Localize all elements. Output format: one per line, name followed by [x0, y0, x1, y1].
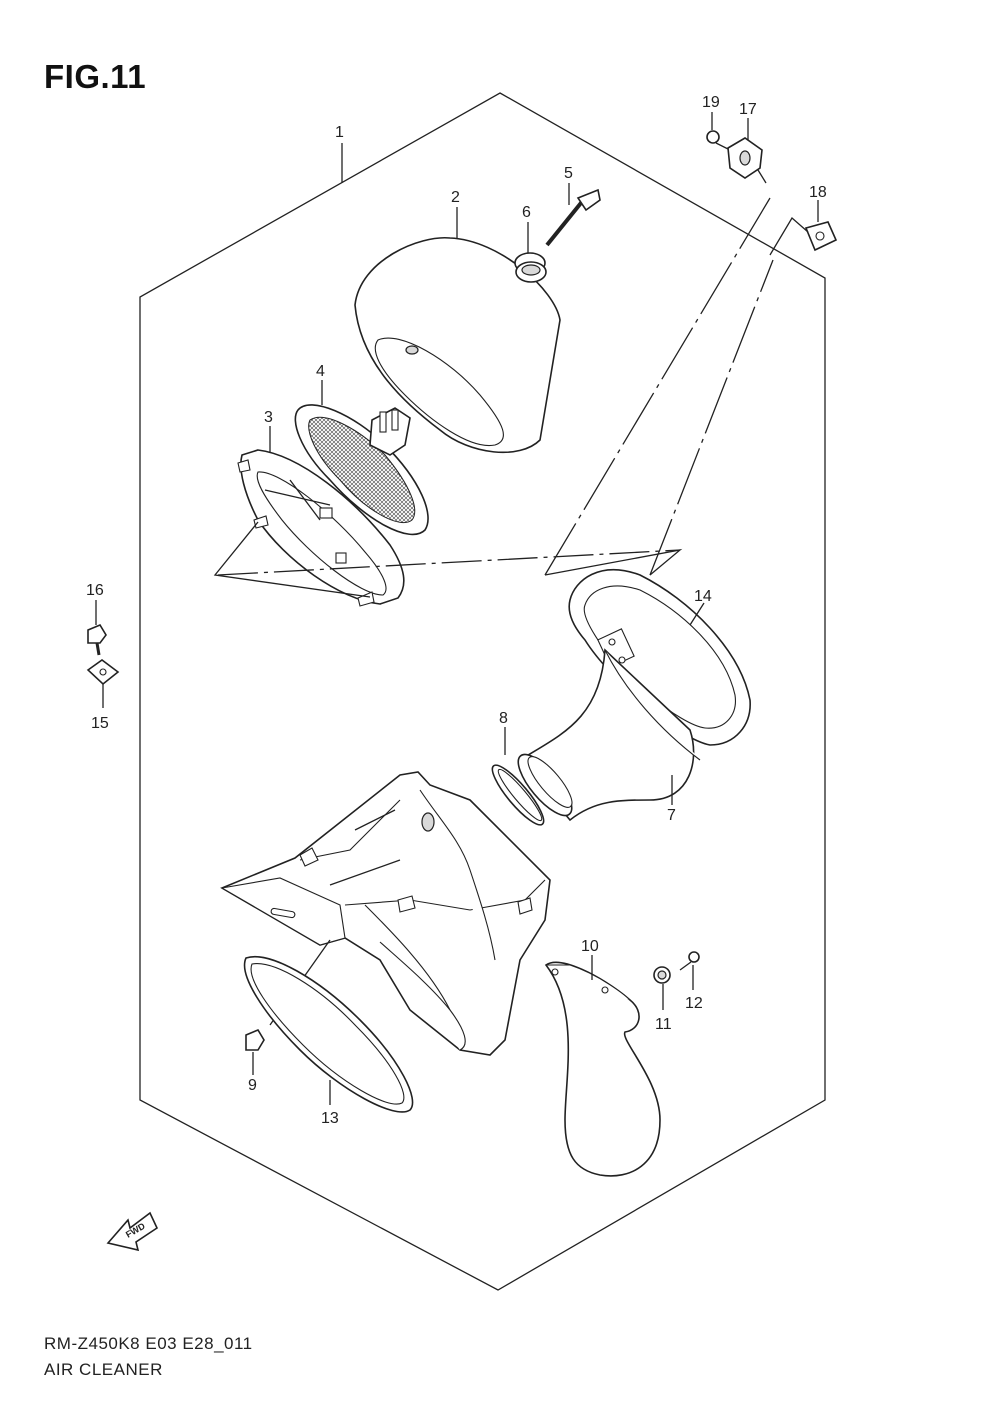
part-7-intake-boot: [517, 648, 701, 822]
callout-4: 4: [316, 363, 325, 380]
figure-name: AIR CLEANER: [44, 1360, 163, 1379]
part-13-gasket: [243, 955, 414, 1113]
figure-code: RM-Z450K8 E03 E28_011: [44, 1334, 253, 1353]
part-8-clamp-band: [491, 727, 545, 826]
callout-17: 17: [739, 101, 757, 118]
part-9-nut: [245, 1028, 265, 1075]
callout-9: 9: [248, 1077, 257, 1094]
callout-2: 2: [451, 189, 460, 206]
callout-12: 12: [685, 995, 703, 1012]
fwd-arrow-icon: FWD: [106, 1211, 159, 1252]
callout-5: 5: [564, 165, 573, 182]
callout-13: 13: [321, 1110, 339, 1127]
part-4-filter-cage: [294, 380, 429, 536]
part-5-wing-bolt: [545, 183, 601, 247]
part-19-screw: [706, 112, 731, 151]
part-12-screw: [679, 951, 700, 990]
part-15-nut-clip: [86, 659, 120, 708]
callout-16: 16: [86, 582, 104, 599]
callout-18: 18: [809, 184, 827, 201]
callout-14: 14: [694, 588, 712, 605]
callout-7: 7: [667, 807, 676, 824]
part-6-collar: [514, 222, 547, 283]
figure-title: FIG.11: [44, 58, 147, 95]
assembly-boundary: [139, 92, 826, 1291]
callout-11: 11: [655, 1016, 672, 1033]
part-14-seal: [568, 569, 751, 746]
air-cleaner-case: [220, 771, 551, 1056]
part-17-clamp: [727, 118, 767, 184]
part-10-mud-guard: [544, 955, 661, 1177]
callout-15: 15: [91, 715, 109, 732]
callout-19: 19: [702, 94, 720, 111]
callout-8: 8: [499, 710, 508, 727]
part-3-holder-frame: [213, 426, 405, 607]
part-16-bolt: [87, 600, 107, 656]
part-11-grommet: [653, 966, 671, 1010]
callout-6: 6: [522, 204, 531, 221]
callout-10: 10: [581, 938, 599, 955]
callout-1: 1: [335, 124, 344, 141]
part-18-plate: [769, 200, 838, 256]
part-2-filter-element: [354, 207, 561, 454]
callout-3: 3: [264, 409, 273, 426]
